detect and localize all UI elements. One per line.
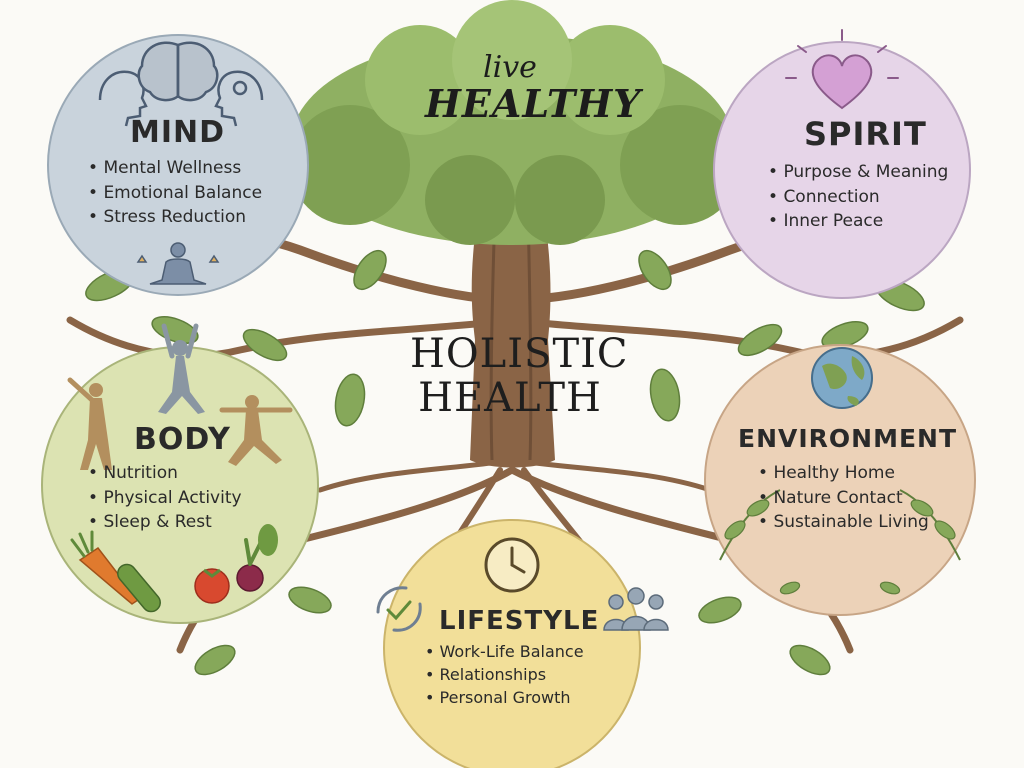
- globe-icon: [811, 347, 873, 409]
- brain-icon: [137, 41, 219, 102]
- list-item: Nature Contact: [758, 486, 958, 511]
- body-section: BODY Nutrition Physical Activity Sleep &…: [88, 425, 288, 535]
- body-list: Nutrition Physical Activity Sleep & Rest: [88, 461, 288, 535]
- list-item: Relationships: [425, 663, 625, 686]
- tree-foliage: [290, 0, 740, 245]
- list-item: Sustainable Living: [758, 510, 958, 535]
- list-item: Emotional Balance: [88, 181, 288, 206]
- body-title: BODY: [134, 422, 231, 457]
- list-item: Healthy Home: [758, 461, 958, 486]
- list-item: Inner Peace: [768, 209, 968, 234]
- lifestyle-title: LIFESTYLE: [439, 606, 600, 636]
- cucumber-icon: [117, 563, 161, 613]
- environment-title: ENVIRONMENT: [738, 424, 958, 453]
- heart-icon: [785, 29, 899, 110]
- spirit-list: Purpose & Meaning Connection Inner Peace: [768, 160, 968, 234]
- head-profile-icon: [98, 70, 148, 127]
- lifestyle-list: Work-Life Balance Relationships Personal…: [425, 640, 625, 710]
- center-title-line-2: HEALTH: [418, 375, 602, 421]
- mind-list: Mental Wellness Emotional Balance Stress…: [88, 156, 288, 230]
- center-title-line-1: HOLISTIC: [410, 331, 629, 377]
- list-item: Work-Life Balance: [425, 640, 625, 663]
- meditation-icon: [136, 242, 220, 285]
- center-title: HOLISTIC HEALTH: [410, 331, 629, 421]
- lifestyle-section: LIFESTYLE Work-Life Balance Relationship…: [425, 608, 625, 710]
- tagline-line-1: live: [483, 50, 537, 85]
- mind-section: MIND Mental Wellness Emotional Balance S…: [88, 118, 288, 230]
- clock-icon: [484, 537, 540, 593]
- spirit-title: SPIRIT: [804, 115, 927, 153]
- list-item: Physical Activity: [88, 486, 288, 511]
- environment-section: ENVIRONMENT Healthy Home Nature Contact …: [738, 426, 958, 535]
- cycle-check-icon: [376, 586, 422, 632]
- list-item: Personal Growth: [425, 686, 625, 709]
- yoga-figure-icon: [219, 395, 293, 466]
- head-profile-icon: [214, 70, 264, 127]
- list-item: Stress Reduction: [88, 205, 288, 230]
- tagline-line-2: HEALTHY: [425, 81, 642, 126]
- list-item: Mental Wellness: [88, 156, 288, 181]
- list-item: Sleep & Rest: [88, 510, 288, 535]
- people-icon: [603, 587, 669, 631]
- tomato-icon: [194, 568, 230, 604]
- list-item: Purpose & Meaning: [768, 160, 968, 185]
- mind-title: MIND: [130, 115, 226, 150]
- spirit-section: SPIRIT Purpose & Meaning Connection Inne…: [768, 118, 968, 234]
- yoga-figure-icon: [158, 323, 205, 414]
- environment-list: Healthy Home Nature Contact Sustainable …: [758, 461, 958, 535]
- yoga-figure-icon: [67, 377, 112, 470]
- list-item: Connection: [768, 185, 968, 210]
- list-item: Nutrition: [88, 461, 288, 486]
- tagline: live HEALTHY: [425, 50, 642, 126]
